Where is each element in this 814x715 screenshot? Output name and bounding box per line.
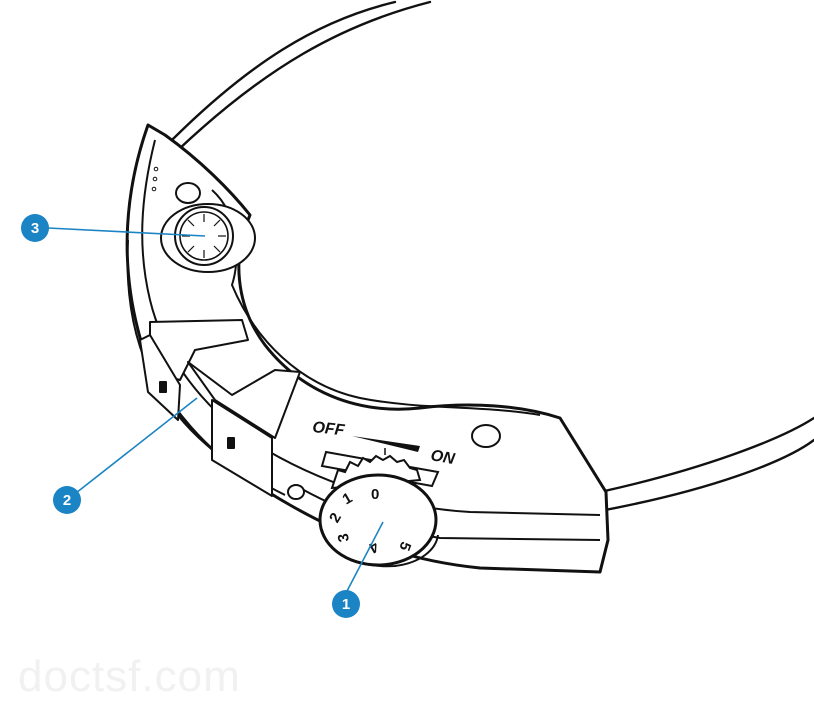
- battery-compartment: [139, 319, 301, 497]
- right-button: [471, 424, 501, 448]
- microphone: [160, 203, 256, 273]
- switch-off-label: OFF: [312, 419, 347, 439]
- callout-3: 3: [21, 214, 49, 242]
- headband-wire: [158, 0, 814, 512]
- dial-digit-0: 0: [371, 486, 379, 503]
- dial-digit-3: 3: [335, 532, 353, 543]
- volume-dial: 0 1 2 3 4 5: [318, 454, 439, 568]
- callout-leaders: [47, 227, 384, 594]
- leader-1: [345, 521, 384, 594]
- callout-1: 1: [332, 590, 360, 618]
- switch-on-label: ON: [429, 447, 456, 468]
- callout-3-label: 3: [31, 220, 39, 237]
- leader-3: [47, 227, 206, 237]
- callout-2-label: 2: [63, 492, 71, 509]
- led-indicator-dots: [151, 166, 159, 192]
- callout-2: 2: [53, 486, 81, 514]
- audio-jack: [287, 484, 305, 500]
- switch-wedge: [352, 436, 420, 452]
- watermark: doctsf.com: [18, 652, 241, 701]
- leader-2: [75, 397, 198, 494]
- callout-1-label: 1: [342, 596, 350, 613]
- top-button: [175, 182, 201, 204]
